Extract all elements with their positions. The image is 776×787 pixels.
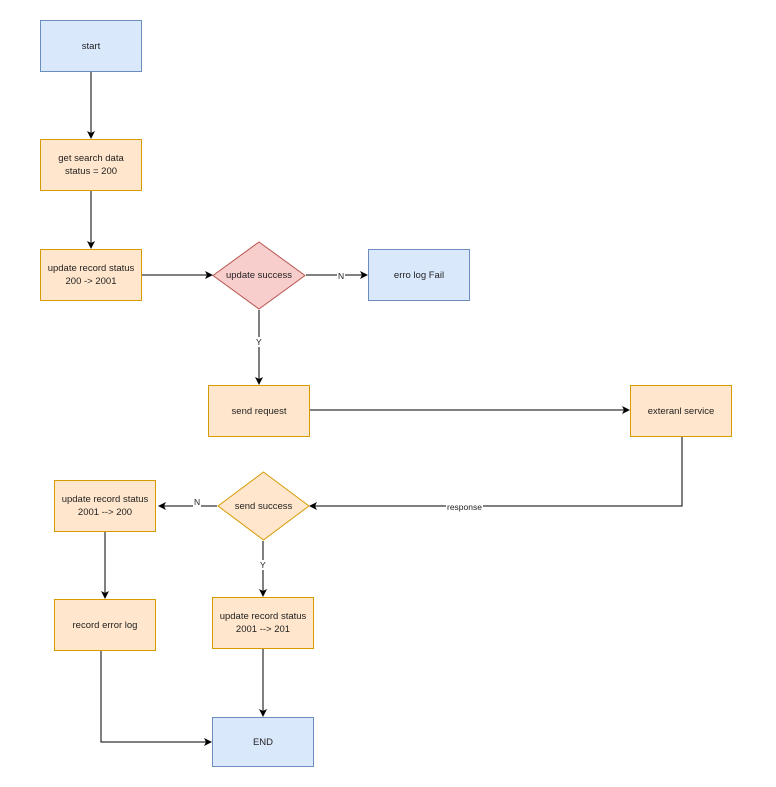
update-status-2001-201-node[interactable]: update record status 2001 --> 201 bbox=[212, 597, 314, 649]
external-service-node[interactable]: exteranl service bbox=[630, 385, 732, 437]
send-success-diamond-shape bbox=[217, 471, 310, 541]
send-success-label: send success bbox=[234, 500, 293, 512]
send-success-decision[interactable]: send success bbox=[217, 471, 310, 541]
edge-label-y-send: Y bbox=[259, 560, 267, 570]
update-success-label: update success bbox=[225, 270, 292, 281]
update-success-decision[interactable]: update success bbox=[212, 241, 306, 310]
erro-log-fail-node[interactable]: erro log Fail bbox=[368, 249, 470, 301]
edge-label-n-update: N bbox=[337, 271, 346, 281]
end-node[interactable]: END bbox=[212, 717, 314, 767]
update-status-2001-200-node[interactable]: update record status 2001 --> 200 bbox=[54, 480, 156, 532]
edge-label-y-update: Y bbox=[255, 337, 263, 347]
edge-record-error-to-end bbox=[100, 651, 212, 746]
edge-label-response: response bbox=[446, 502, 483, 512]
get-search-data-node[interactable]: get search data status = 200 bbox=[40, 139, 142, 191]
send-request-node[interactable]: send request bbox=[208, 385, 310, 437]
start-node[interactable]: start bbox=[40, 20, 142, 72]
edge-external-response bbox=[309, 437, 683, 510]
update-status-200-2001-node[interactable]: update record status 200 -> 2001 bbox=[40, 249, 142, 301]
record-error-log-node[interactable]: record error log bbox=[54, 599, 156, 651]
update-success-diamond-shape bbox=[212, 241, 306, 310]
edge-label-n-send: N bbox=[193, 497, 202, 507]
